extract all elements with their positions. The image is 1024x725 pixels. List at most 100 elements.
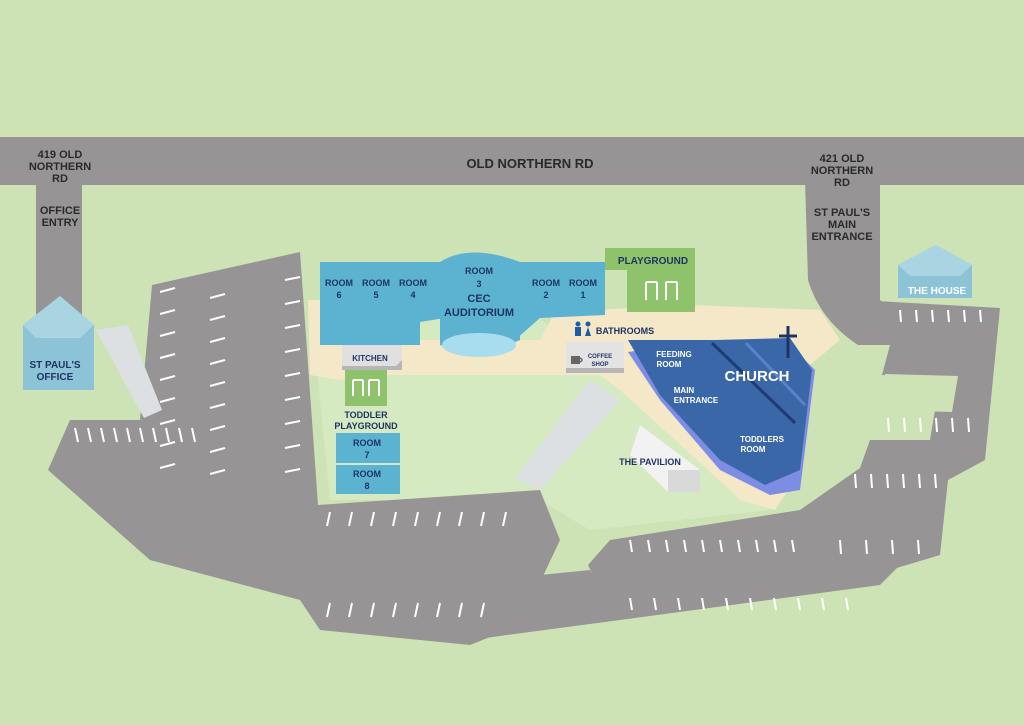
svg-text:PLAYGROUND: PLAYGROUND xyxy=(334,421,398,431)
room-8-label: ROOM 8 xyxy=(353,469,381,491)
church-roof-ridge xyxy=(744,341,807,407)
parking-stall-line xyxy=(677,597,681,611)
room-5-label: ROOM 5 xyxy=(362,278,390,300)
svg-text:7: 7 xyxy=(364,450,369,460)
parking-stall-line xyxy=(209,315,226,321)
parking-stall-line xyxy=(963,309,966,323)
parking-stall-line xyxy=(755,539,759,553)
parking-stall-line xyxy=(797,597,801,611)
parking-stall-line xyxy=(951,417,954,433)
parking-stall-line xyxy=(209,337,226,343)
parking-stall-line xyxy=(348,602,353,618)
parking-stall-line xyxy=(919,417,922,433)
kitchen-label: KITCHEN xyxy=(352,354,388,363)
svg-text:ROOM: ROOM xyxy=(657,360,682,369)
coffee-shop-label: COFFEE SHOP xyxy=(588,354,612,368)
svg-text:TODDLER: TODDLER xyxy=(344,410,388,420)
parking-stall-line xyxy=(854,473,857,489)
pavilion-label: THE PAVILION xyxy=(619,457,681,467)
room-7-label: ROOM 7 xyxy=(353,438,381,460)
svg-text:ENTRY: ENTRY xyxy=(42,217,80,229)
svg-text:ROOM: ROOM xyxy=(325,278,353,288)
parking-stall-line xyxy=(209,425,226,431)
left-parking-lot xyxy=(48,252,560,645)
parking-stall-line xyxy=(326,602,331,618)
parking-stall-line xyxy=(284,444,301,449)
svg-text:OFFICE: OFFICE xyxy=(37,372,74,383)
parking-stall-line xyxy=(159,419,176,425)
parking-stall-line xyxy=(629,539,633,553)
old-northern-rd xyxy=(0,137,1024,185)
office-roof xyxy=(23,296,94,338)
parking-stall-line xyxy=(865,539,868,555)
bottom-parking-lot xyxy=(588,510,900,620)
parking-stall-line xyxy=(436,511,441,527)
parking-stall-line xyxy=(773,539,777,553)
parking-stall-line xyxy=(653,597,657,611)
parking-stall-line xyxy=(159,309,176,315)
parking-stall-line xyxy=(458,602,463,618)
parking-stall-line xyxy=(701,539,705,553)
toddler-playground-label: TODDLER PLAYGROUND xyxy=(334,410,398,431)
parking-stall-line xyxy=(899,309,902,323)
parking-stall-line xyxy=(159,463,176,469)
parking-stall-line xyxy=(839,539,842,555)
svg-text:ENTRANCE: ENTRANCE xyxy=(674,396,719,405)
svg-text:FEEDING: FEEDING xyxy=(656,350,692,359)
bathrooms-label: BATHROOMS xyxy=(596,326,654,336)
office-entry-label: OFFICE ENTRY xyxy=(40,205,80,229)
parking-stall-line xyxy=(87,427,92,443)
parking-stall-line xyxy=(284,276,301,281)
svg-text:ROOM: ROOM xyxy=(362,278,390,288)
parking-stall-line xyxy=(209,293,226,299)
room-3-label: ROOM 3 xyxy=(465,266,493,289)
svg-text:2: 2 xyxy=(543,290,548,300)
right-parking-lot xyxy=(780,300,1000,570)
toddlers-room-label: TODDLERS ROOM xyxy=(740,435,785,454)
right-address-label: 421 OLD NORTHERN RD xyxy=(811,153,873,189)
svg-text:6: 6 xyxy=(336,290,341,300)
parking-stall-line xyxy=(126,427,131,443)
cec-auditorium-label: CEC AUDITORIUM xyxy=(444,293,514,319)
parking-stall-line xyxy=(915,309,918,323)
parking-stall-line xyxy=(392,511,397,527)
parking-stall-line xyxy=(701,597,705,611)
playground-area xyxy=(605,248,695,270)
parking-stall-line xyxy=(480,602,485,618)
svg-text:ENTRANCE: ENTRANCE xyxy=(811,231,872,243)
parking-stall-line xyxy=(917,539,920,555)
parking-stall-line xyxy=(284,300,301,305)
svg-text:ROOM: ROOM xyxy=(532,278,560,288)
parking-stall-line xyxy=(935,417,938,433)
room-4-label: ROOM 4 xyxy=(399,278,427,300)
room-block-left xyxy=(320,262,445,345)
svg-text:NORTHERN: NORTHERN xyxy=(29,161,91,173)
church-roof-ridge xyxy=(710,341,797,425)
parking-stall-line xyxy=(284,420,301,425)
left-lot-island xyxy=(200,278,300,500)
parking-stall-line xyxy=(902,473,905,489)
svg-text:ROOM: ROOM xyxy=(353,469,381,479)
parking-stall-line xyxy=(209,381,226,387)
playground-area-lower xyxy=(627,270,695,312)
parking-stall-line xyxy=(159,331,176,337)
main-entrance-label: ST PAUL'S MAIN ENTRANCE xyxy=(811,207,872,243)
parking-stall-line xyxy=(348,511,353,527)
swing-icon xyxy=(645,281,678,300)
st-pauls-office-label: ST PAUL'S OFFICE xyxy=(29,360,80,383)
parking-stall-line xyxy=(725,597,729,611)
cross-icon xyxy=(779,326,797,358)
parking-stall-line xyxy=(284,372,301,377)
svg-text:3: 3 xyxy=(476,279,481,289)
old-northern-rd-label: OLD NORTHERN RD xyxy=(466,156,593,171)
svg-text:CEC: CEC xyxy=(467,293,490,305)
parking-stall-line xyxy=(178,427,183,443)
room-block-right xyxy=(515,262,605,340)
parking-stall-line xyxy=(284,468,301,473)
parking-stall-line xyxy=(113,427,118,443)
the-house-label: THE HOUSE xyxy=(908,286,967,297)
office-entry-road xyxy=(36,180,82,315)
svg-text:AUDITORIUM: AUDITORIUM xyxy=(444,307,514,319)
parking-stall-line xyxy=(683,539,687,553)
parking-stall-line xyxy=(436,602,441,618)
